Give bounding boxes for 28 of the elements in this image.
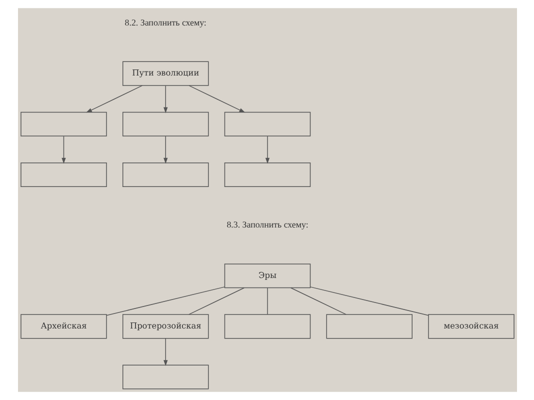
node-box bbox=[224, 314, 310, 339]
node-box bbox=[20, 112, 106, 136]
label: 8.3. Заполнить схему: bbox=[226, 220, 308, 230]
connector bbox=[266, 288, 268, 315]
arrow bbox=[61, 136, 66, 164]
node-box bbox=[122, 364, 208, 390]
connector bbox=[310, 286, 428, 316]
node-box: Архейская bbox=[20, 314, 106, 339]
arrow bbox=[163, 338, 168, 366]
node-box bbox=[20, 162, 106, 187]
node-box bbox=[224, 162, 310, 187]
node-box: Протерозойская bbox=[122, 314, 208, 339]
node-box: Эры bbox=[224, 264, 310, 288]
label: 8.2. Заполнить схему: bbox=[124, 17, 206, 28]
node-box bbox=[326, 314, 412, 339]
arrow bbox=[85, 85, 142, 113]
node-box bbox=[224, 112, 310, 136]
arrow bbox=[264, 136, 270, 164]
node-box bbox=[122, 162, 208, 187]
arrow bbox=[163, 85, 168, 114]
connector bbox=[188, 287, 244, 315]
node-box: мезозойская bbox=[428, 314, 514, 339]
node-box bbox=[122, 112, 208, 136]
arrow bbox=[163, 136, 168, 164]
node-box: Пути эволюции bbox=[122, 61, 208, 86]
arrow bbox=[188, 85, 245, 113]
connector bbox=[106, 286, 224, 316]
connector bbox=[290, 287, 346, 315]
